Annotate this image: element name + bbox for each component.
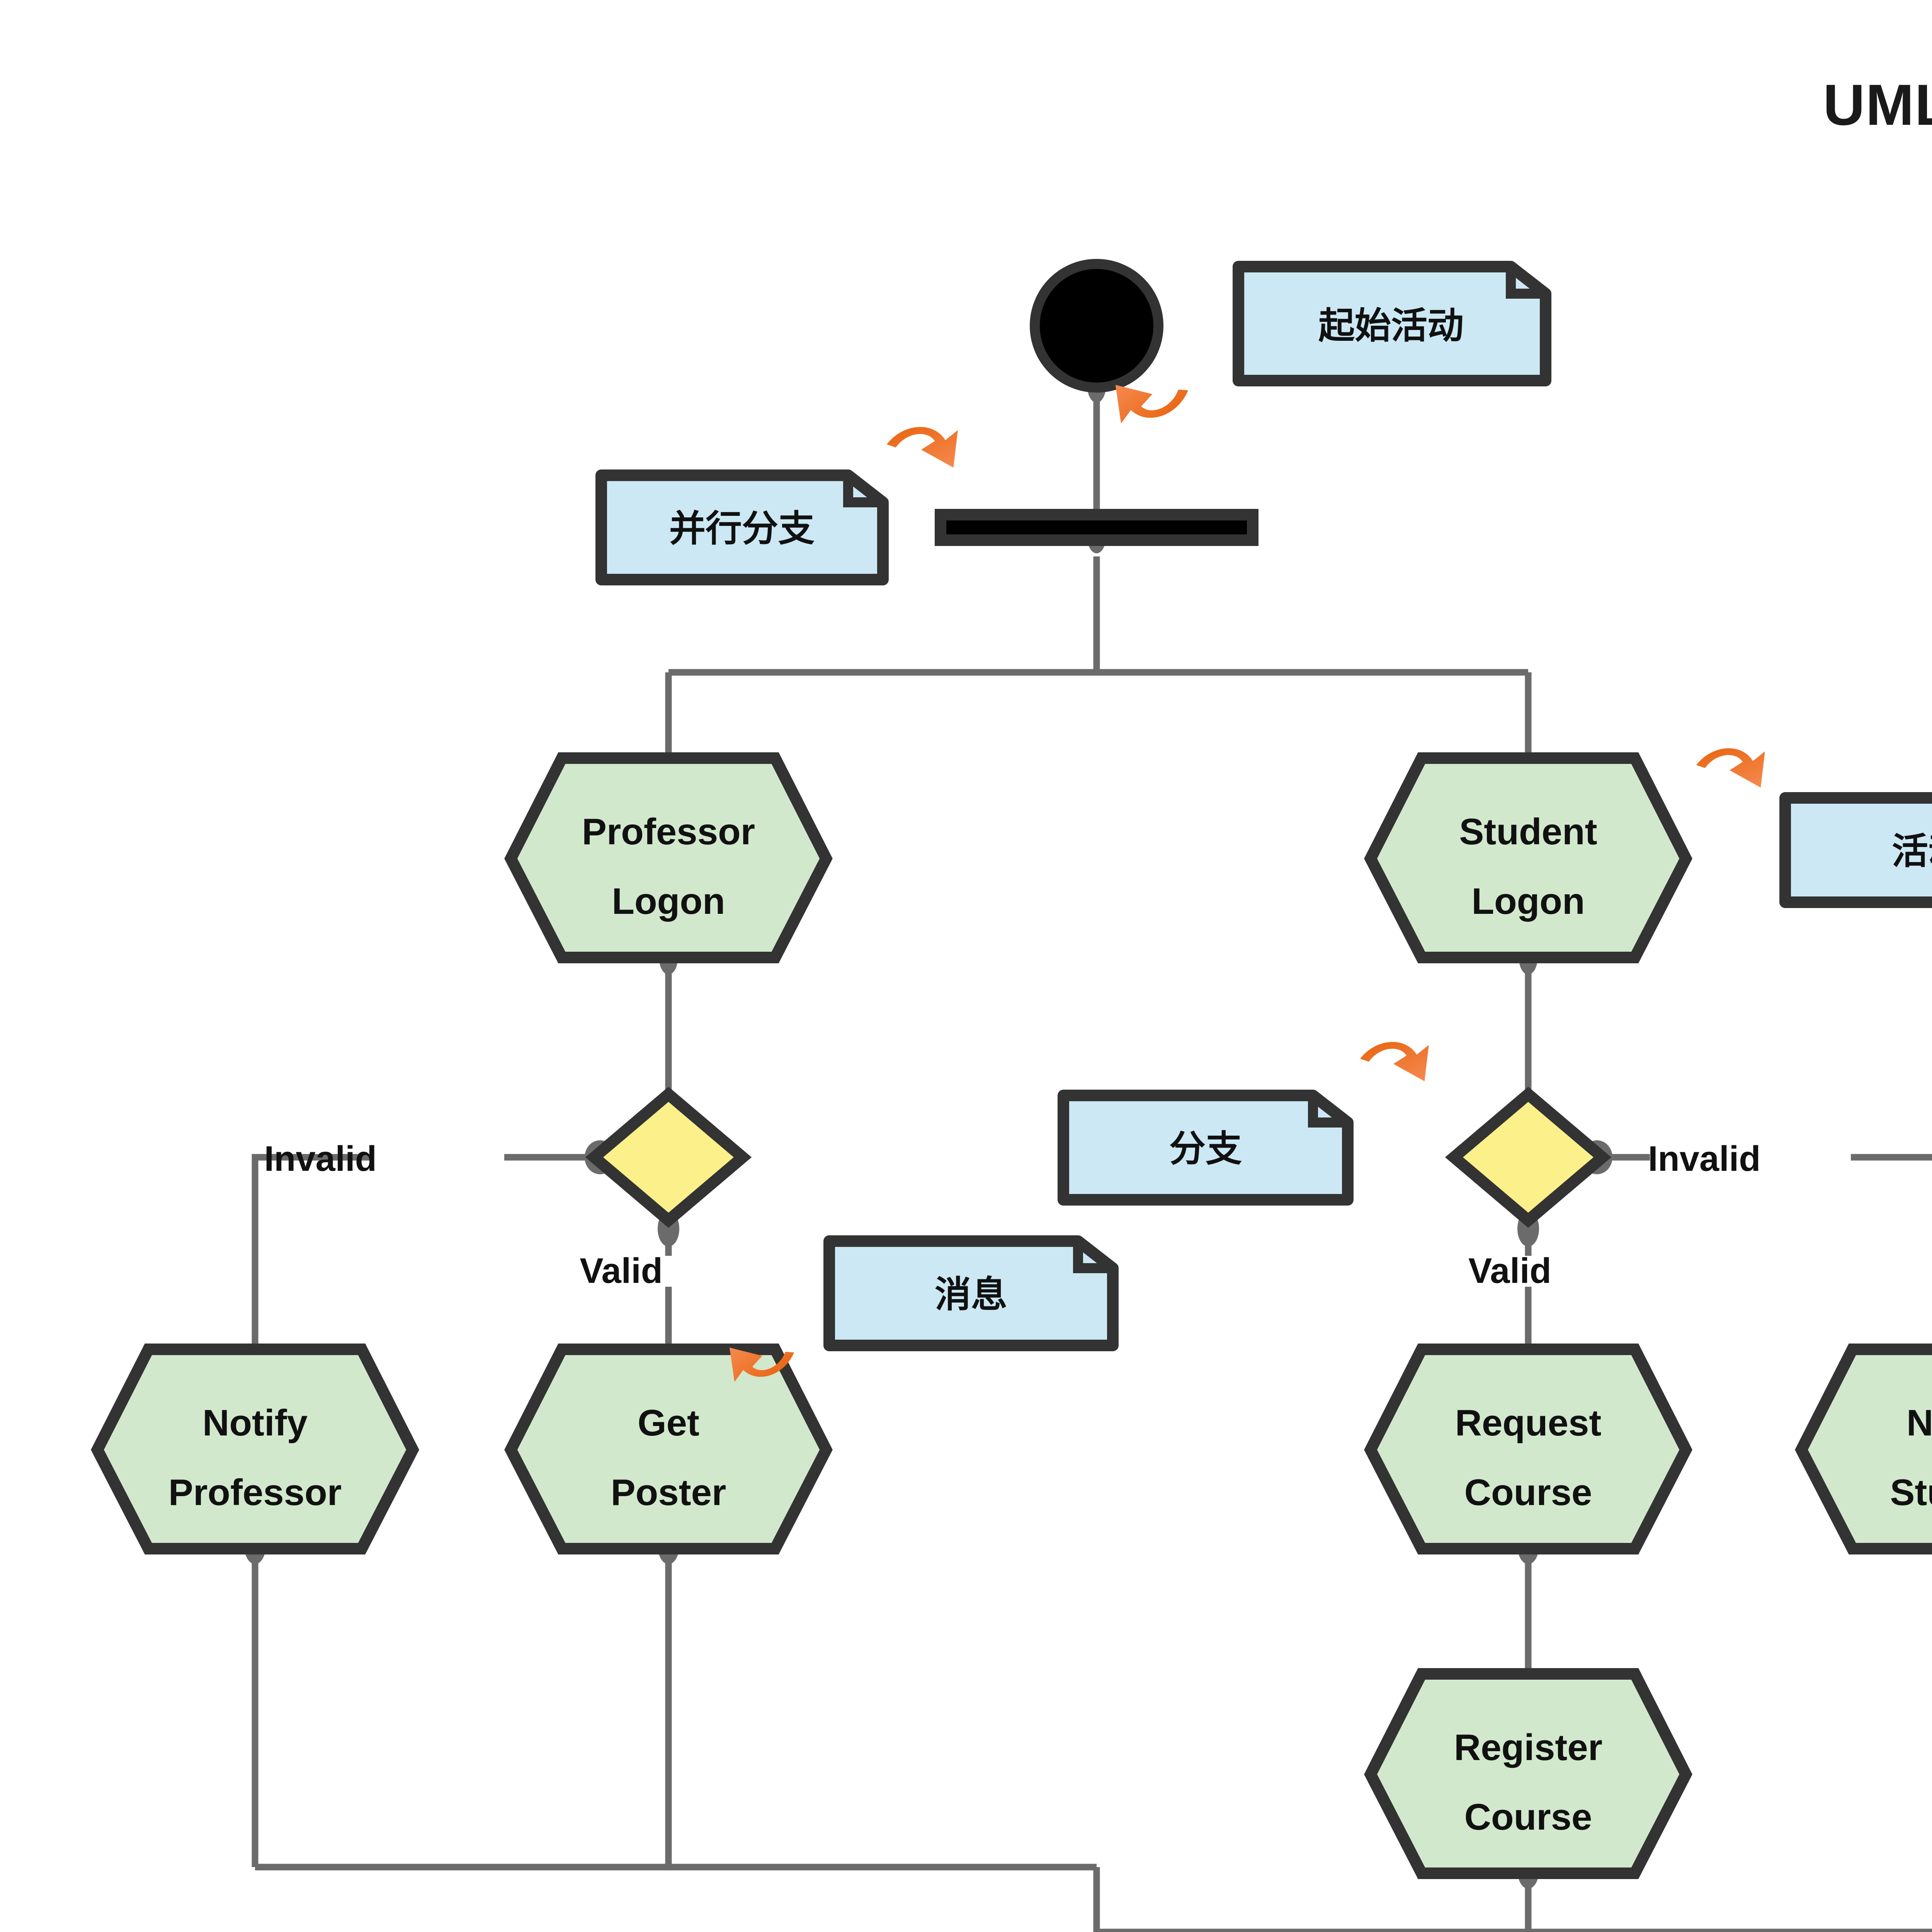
edge-label-left-invalid: Invalid xyxy=(264,1139,377,1179)
activity-register-course-line1: Register xyxy=(1454,1727,1602,1768)
activity-professor-logon[interactable]: Professor Logon xyxy=(504,752,833,963)
activity-notify-student[interactable]: Notify Student xyxy=(1795,1344,1932,1554)
edge-right-invalid-to-notify-student xyxy=(1851,1154,1932,1161)
edge-label-right-valid: Valid xyxy=(1468,1251,1551,1291)
activity-get-poster[interactable]: Get Poster xyxy=(504,1344,833,1554)
curved-arrow-icon-fork xyxy=(885,424,958,468)
curved-arrow-icon-decision xyxy=(1359,1039,1429,1082)
activity-notify-professor-line2: Professor xyxy=(168,1472,342,1513)
fork-bar[interactable] xyxy=(935,509,1259,546)
decision-left[interactable] xyxy=(585,1087,752,1228)
edge-label-right-invalid: Invalid xyxy=(1648,1139,1760,1179)
callout-message-note-text: 消息 xyxy=(935,1274,1007,1315)
activity-student-logon[interactable]: Student Logon xyxy=(1364,752,1692,963)
callout-message-note[interactable]: 消息 xyxy=(823,1235,1119,1351)
activity-student-logon-line2: Logon xyxy=(1471,881,1585,922)
activity-professor-logon-line2: Logon xyxy=(612,881,725,922)
start-node[interactable] xyxy=(1030,259,1163,393)
activity-student-logon-line1: Student xyxy=(1459,811,1597,852)
page-title: UML活动图 xyxy=(1823,72,1932,137)
activity-notify-professor[interactable]: Notify Professor xyxy=(91,1344,419,1554)
callout-decision-note[interactable]: 分支 xyxy=(1058,1090,1354,1206)
callout-activity-note[interactable]: 活动 xyxy=(1779,792,1932,908)
activity-request-course[interactable]: Request Course xyxy=(1364,1344,1692,1554)
activity-professor-logon-line1: Professor xyxy=(582,811,755,852)
activity-request-course-line2: Course xyxy=(1464,1472,1592,1513)
activity-notify-professor-line1: Notify xyxy=(202,1402,308,1444)
edge-label-left-valid: Valid xyxy=(580,1251,663,1291)
activity-get-poster-line2: Poster xyxy=(611,1472,726,1513)
callout-fork-note[interactable]: 并行分支 xyxy=(595,469,889,585)
activity-register-course[interactable]: Register Course xyxy=(1364,1668,1692,1879)
callout-start-note-text: 起始活动 xyxy=(1318,305,1464,346)
activity-register-course-line2: Course xyxy=(1464,1796,1592,1838)
activity-get-poster-line1: Get xyxy=(638,1402,699,1444)
activity-notify-student-line2: Student xyxy=(1890,1472,1932,1513)
decision-right[interactable] xyxy=(1445,1087,1612,1228)
edge-left-invalid-to-notify-professor xyxy=(252,1154,371,1349)
callout-start-note[interactable]: 起始活动 xyxy=(1233,261,1551,386)
curved-arrow-icon-activity xyxy=(1695,745,1765,788)
activity-request-course-line1: Request xyxy=(1455,1402,1602,1444)
callout-fork-note-text: 并行分支 xyxy=(669,508,815,549)
activity-notify-student-line1: Notify xyxy=(1906,1402,1932,1444)
callout-activity-note-text: 活动 xyxy=(1892,831,1932,871)
callout-decision-note-text: 分支 xyxy=(1169,1128,1242,1169)
